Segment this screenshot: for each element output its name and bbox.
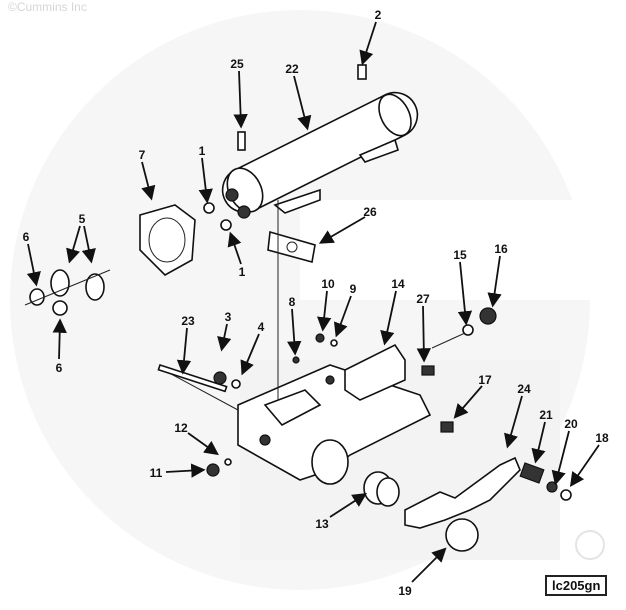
callout-1: 1 bbox=[239, 265, 246, 279]
callout-12: 12 bbox=[174, 421, 188, 435]
callout-6: 6 bbox=[23, 230, 30, 244]
callout-14: 14 bbox=[391, 277, 405, 291]
callout-13: 13 bbox=[315, 517, 329, 531]
callout-9: 9 bbox=[350, 282, 357, 296]
callout-3: 3 bbox=[225, 310, 232, 324]
callout-22: 22 bbox=[285, 62, 299, 76]
callout-16: 16 bbox=[494, 242, 508, 256]
callout-1: 1 bbox=[199, 144, 206, 158]
callout-10: 10 bbox=[321, 277, 335, 291]
callout-26: 26 bbox=[363, 205, 377, 219]
callout-18: 18 bbox=[595, 431, 609, 445]
callout-6: 6 bbox=[56, 361, 63, 375]
callout-25: 25 bbox=[230, 57, 244, 71]
callout-8: 8 bbox=[289, 295, 296, 309]
callout-21: 21 bbox=[539, 408, 553, 422]
gasket-part bbox=[267, 230, 316, 264]
callout-15: 15 bbox=[453, 248, 467, 262]
oil-cooler-part bbox=[221, 64, 419, 219]
callout-23: 23 bbox=[181, 314, 195, 328]
callout-19: 19 bbox=[398, 584, 412, 598]
o-ring-part bbox=[220, 219, 232, 231]
callout-4: 4 bbox=[258, 320, 265, 334]
callout-labels: 2 25 22 7 1 1 5 6 6 26 15 16 10 9 14 8 2… bbox=[23, 8, 609, 598]
callout-5: 5 bbox=[79, 212, 86, 226]
callout-24: 24 bbox=[517, 382, 531, 396]
connector-parts bbox=[24, 269, 111, 316]
callout-11: 11 bbox=[150, 466, 163, 480]
callout-2: 2 bbox=[375, 8, 382, 22]
flange-part bbox=[139, 204, 196, 276]
callout-17: 17 bbox=[478, 373, 492, 387]
watermark-logo bbox=[10, 10, 626, 590]
callout-20: 20 bbox=[564, 417, 578, 431]
callout-7: 7 bbox=[139, 148, 146, 162]
o-ring-part bbox=[203, 202, 215, 214]
registered-mark-icon bbox=[575, 530, 605, 560]
copyright-text: ©Cummins Inc bbox=[8, 0, 87, 14]
callout-27: 27 bbox=[416, 292, 430, 306]
housing-part bbox=[159, 200, 432, 485]
bolt-part bbox=[157, 363, 228, 393]
gasket-part bbox=[404, 456, 521, 529]
callout-arrows bbox=[26, 21, 600, 583]
figure-id-label: lc205gn bbox=[545, 575, 608, 596]
